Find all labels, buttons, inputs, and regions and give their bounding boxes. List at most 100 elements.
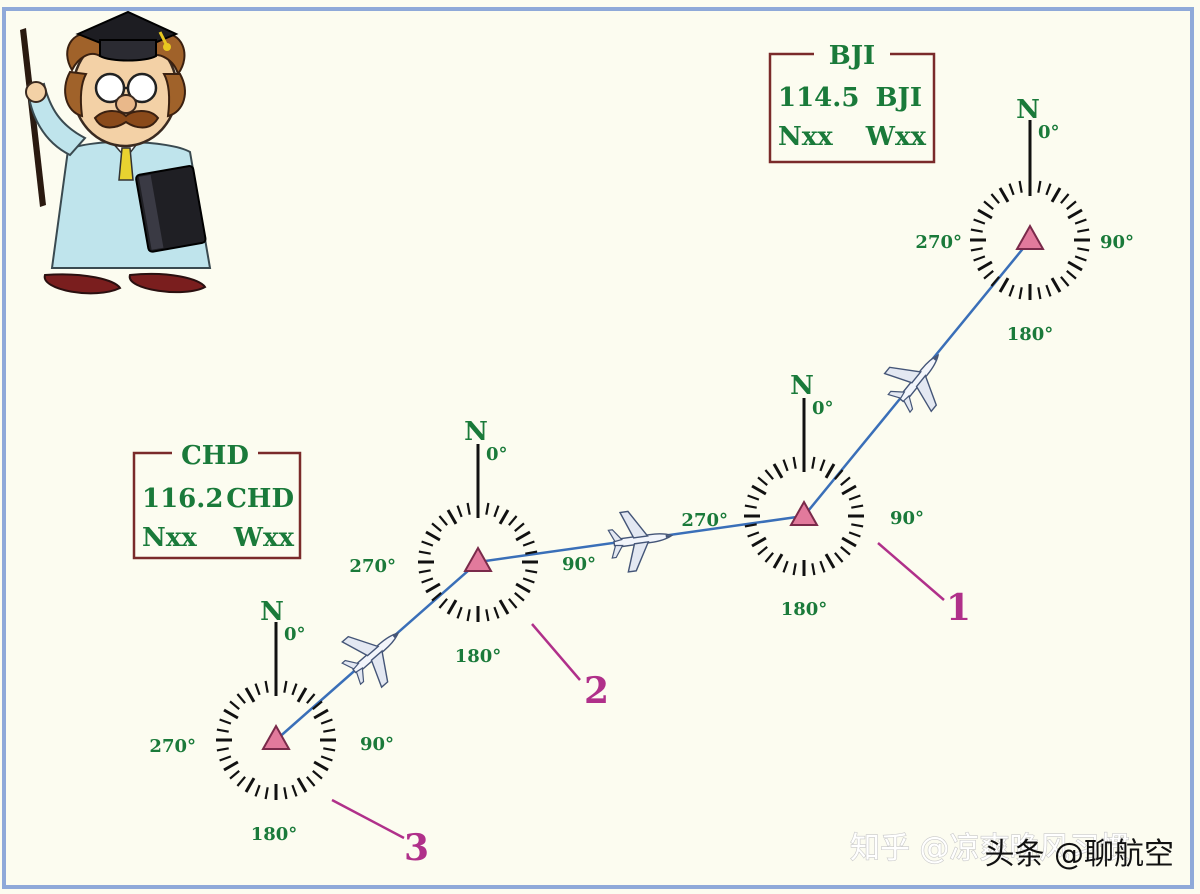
- north-label-1: N: [790, 371, 814, 401]
- compass-tick: [1077, 228, 1090, 233]
- compass-tick: [431, 522, 442, 532]
- compass-ticks-3: [216, 680, 336, 800]
- compass-tick: [264, 680, 269, 693]
- compass-tick: [425, 530, 441, 542]
- bji-info-box: BJI 114.5 BJI Nxx Wxx: [768, 41, 936, 164]
- compass-tick: [824, 553, 836, 569]
- compass-tick: [1037, 287, 1042, 300]
- compass-tick: [254, 683, 261, 696]
- compass-tick: [764, 552, 774, 563]
- compass-tick: [485, 502, 490, 515]
- compass-tick: [1050, 277, 1062, 293]
- chd-frequency: 116.2: [142, 484, 223, 514]
- compass-tick: [1050, 187, 1062, 203]
- compass-tick: [848, 494, 861, 501]
- compass-tick: [1066, 200, 1077, 210]
- deg-180-3: 180°: [251, 824, 298, 845]
- callout-2: 2: [584, 670, 609, 712]
- compass-tick: [1067, 260, 1083, 272]
- compass-tick: [446, 599, 458, 615]
- compass-tick: [983, 200, 994, 210]
- compass-tick: [313, 760, 329, 772]
- compass-tick: [456, 606, 463, 619]
- north-label-3: N: [260, 597, 284, 627]
- deg-270-2: 270°: [349, 556, 396, 577]
- bji-frequency: 114.5: [778, 83, 859, 113]
- compass-tick: [522, 540, 535, 547]
- compass-tick: [438, 515, 448, 526]
- callout-3-leader: [331, 798, 405, 840]
- compass-tick: [456, 505, 463, 518]
- compass-tick: [1067, 208, 1083, 220]
- compass-tick: [998, 277, 1010, 293]
- chd-longitude: Wxx: [233, 523, 295, 553]
- bji-name: BJI: [829, 41, 875, 71]
- compass-tick: [1008, 183, 1015, 196]
- deg-90-1: 90°: [890, 508, 924, 529]
- compass-tick: [848, 531, 861, 538]
- compass-tick: [990, 276, 1000, 287]
- compass-tick: [977, 260, 993, 272]
- deg-0-1: 0°: [812, 398, 834, 419]
- compass-tick: [764, 469, 774, 480]
- compass-tick: [834, 552, 844, 563]
- route-line: [275, 239, 1031, 741]
- compass-tick: [446, 509, 458, 525]
- compass-tick: [744, 504, 757, 509]
- deg-90-3: 90°: [360, 734, 394, 755]
- compass-tick: [983, 270, 994, 280]
- compass-ticks-1: [744, 456, 864, 576]
- compass-tick: [493, 505, 500, 518]
- compass-tick: [1074, 255, 1087, 262]
- compass-tick: [244, 777, 256, 793]
- compass-tick: [438, 598, 448, 609]
- compass-tick: [320, 755, 333, 762]
- compass-tick: [751, 484, 767, 496]
- compass-tick: [493, 606, 500, 619]
- compass-tick: [1045, 183, 1052, 196]
- compass-tick: [1018, 180, 1023, 193]
- deg-180-1: 180°: [781, 599, 828, 620]
- deg-0-3: 0°: [284, 624, 306, 645]
- compass-tick: [514, 522, 525, 532]
- callout-1: 1: [946, 587, 971, 629]
- compass-tick: [834, 469, 844, 480]
- compass-tick: [757, 476, 768, 486]
- compass-tick: [291, 784, 298, 797]
- compass-tick: [421, 577, 434, 584]
- airplane-icon-2: [605, 505, 677, 575]
- professor-icon: [20, 10, 212, 295]
- compass-tick: [782, 560, 789, 573]
- vor-station-1-icon: [789, 499, 819, 526]
- compass-tick: [525, 569, 538, 574]
- compass-tick: [418, 550, 431, 555]
- compass-tick: [498, 599, 510, 615]
- compass-tick: [1018, 287, 1023, 300]
- compass-tick: [840, 476, 851, 486]
- compass-tick: [1037, 180, 1042, 193]
- compass-tick: [508, 598, 518, 609]
- compass-tick: [320, 718, 333, 725]
- compass-rose-3: N 0° 90° 180° 270°: [149, 597, 394, 845]
- bji-latitude: Nxx: [778, 122, 833, 152]
- compass-tick: [264, 787, 269, 800]
- compass-tick: [313, 708, 329, 720]
- watermark-faint: 知乎 @凉爽晚风习惯: [850, 831, 1130, 866]
- compass-tick: [296, 777, 308, 793]
- compass-rose-bji: N 0° 90° 180° 270°: [915, 95, 1134, 345]
- compass-tick: [841, 536, 857, 548]
- compass-tick: [792, 456, 797, 469]
- vor-station-bji-icon: [1015, 223, 1045, 250]
- compass-tick: [254, 784, 261, 797]
- compass-tick: [973, 255, 986, 262]
- compass-tick: [223, 708, 239, 720]
- compass-tick: [977, 208, 993, 220]
- compass-tick: [508, 515, 518, 526]
- compass-ticks-bji: [970, 180, 1090, 300]
- callout-3: 3: [404, 827, 429, 869]
- bji-longitude: Wxx: [865, 122, 927, 152]
- compass-rose-2: N 0° 90° 180° 270°: [349, 417, 596, 667]
- deg-0-bji: 0°: [1038, 122, 1060, 143]
- chd-info-box: CHD 116.2 CHD Nxx Wxx: [132, 441, 302, 560]
